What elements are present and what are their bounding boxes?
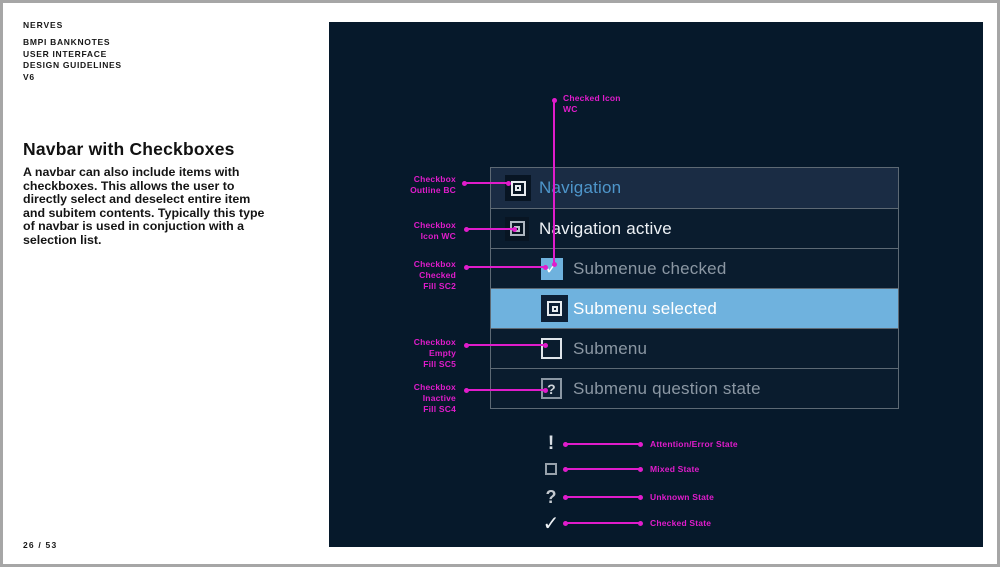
annotation-leader-line	[464, 342, 548, 348]
annotation-line-text: Fill SC4	[423, 404, 456, 414]
annotation-line-text: Icon WC	[420, 231, 456, 241]
annotation-line-text: Checkbox	[413, 220, 456, 230]
checkbox-mixed-outline-icon[interactable]	[505, 175, 531, 201]
legend-label: Checked State	[650, 518, 712, 528]
check-icon: ✓	[542, 512, 560, 535]
legend-attention-error: ! Attention/Error State	[537, 432, 738, 456]
annotation-line-text: Checkbox	[413, 259, 456, 269]
mixed-square-icon	[545, 463, 557, 475]
legend-unknown-state: ? Unknown State	[537, 485, 714, 509]
exclamation-icon: !	[547, 433, 555, 454]
nav-item-label: Navigation active	[539, 218, 672, 238]
annotation-line-text: Fill SC2	[423, 281, 456, 291]
annotation-leader-line	[464, 387, 548, 393]
nav-item-label: Submenu	[573, 338, 648, 358]
nav-item-label: Submenu selected	[573, 298, 718, 318]
annotation-checked-icon-wc: Checked Icon WC	[563, 93, 621, 115]
annotation-checkbox-empty-fill: Checkbox Empty Fill SC5	[256, 337, 456, 370]
annotation-line-text: Checked	[419, 270, 456, 280]
nav-item-label: Submenu question state	[573, 378, 761, 398]
checkbox-question-icon[interactable]: ?	[541, 378, 569, 399]
nav-item-navigation-active[interactable]: Navigation active	[491, 208, 898, 248]
annotation-checkbox-outline-bc: Checkbox Outline BC	[256, 174, 456, 196]
annotation-checkbox-checked-fill: Checkbox Checked Fill SC2	[256, 259, 456, 292]
annotation-line-text: WC	[563, 104, 578, 114]
checkbox-mixed-icon[interactable]	[505, 216, 531, 241]
legend-label: Attention/Error State	[650, 439, 738, 449]
annotation-leader-line	[464, 264, 548, 270]
annotation-line-text: Outline BC	[410, 185, 456, 195]
annotation-checkbox-inactive-fill: Checkbox Inactive Fill SC4	[256, 382, 456, 415]
nav-item-navigation[interactable]: Navigation	[491, 168, 898, 208]
annotation-line-text: Checkbox	[413, 337, 456, 347]
question-mark-icon: ?	[547, 380, 556, 397]
annotation-line-text: Empty	[429, 348, 456, 358]
annotation-line-text: Fill SC5	[423, 359, 456, 369]
checkbox-mixed-chip-icon[interactable]	[541, 295, 569, 322]
legend-leader-line	[563, 466, 643, 472]
page-number: 26 / 53	[23, 540, 58, 550]
nav-item-label: Submenue checked	[573, 258, 727, 278]
nav-item-label: Navigation	[539, 178, 622, 197]
nav-item-submenu-question[interactable]: ? Submenu question state	[491, 368, 898, 408]
body-text: A navbar can also include items with che…	[23, 165, 265, 247]
document-meta: BMPI BANKNOTES USER INTERFACE DESIGN GUI…	[23, 37, 122, 83]
annotation-line-text: Checkbox	[413, 174, 456, 184]
legend-label: Unknown State	[650, 492, 714, 502]
legend-leader-line	[563, 441, 643, 447]
doc-meta-line: DESIGN GUIDELINES	[23, 60, 122, 70]
nav-item-submenu-selected[interactable]: Submenu selected	[491, 288, 898, 328]
brand-name: NERVES	[23, 20, 64, 30]
doc-meta-line: V6	[23, 71, 35, 82]
legend-leader-line	[563, 520, 643, 526]
legend-mixed-state: Mixed State	[537, 457, 699, 481]
legend-label: Mixed State	[650, 464, 700, 474]
doc-meta-line: USER INTERFACE	[23, 48, 107, 59]
legend-leader-line	[563, 494, 643, 500]
annotation-line-text: Checked Icon	[563, 93, 621, 103]
annotation-line-text: Inactive	[422, 393, 456, 403]
annotation-leader-line	[462, 180, 511, 186]
annotation-checkbox-icon-wc: Checkbox Icon WC	[256, 220, 456, 242]
doc-meta-line: BMPI BANKNOTES	[23, 37, 111, 47]
question-mark-icon: ?	[545, 486, 557, 507]
page-title: Navbar with Checkboxes	[23, 139, 235, 159]
annotation-leader-line	[551, 98, 557, 267]
nav-item-submenu-checked[interactable]: ✓ Submenue checked	[491, 248, 898, 288]
nav-item-submenu[interactable]: Submenu	[491, 328, 898, 368]
navbar-mock: Navigation Navigation active ✓ Submenue …	[490, 167, 899, 409]
legend-checked-state: ✓ Checked State	[537, 511, 711, 535]
annotation-line-text: Checkbox	[413, 382, 456, 392]
annotation-leader-line	[464, 226, 517, 232]
checkbox-empty-icon[interactable]	[541, 338, 569, 359]
